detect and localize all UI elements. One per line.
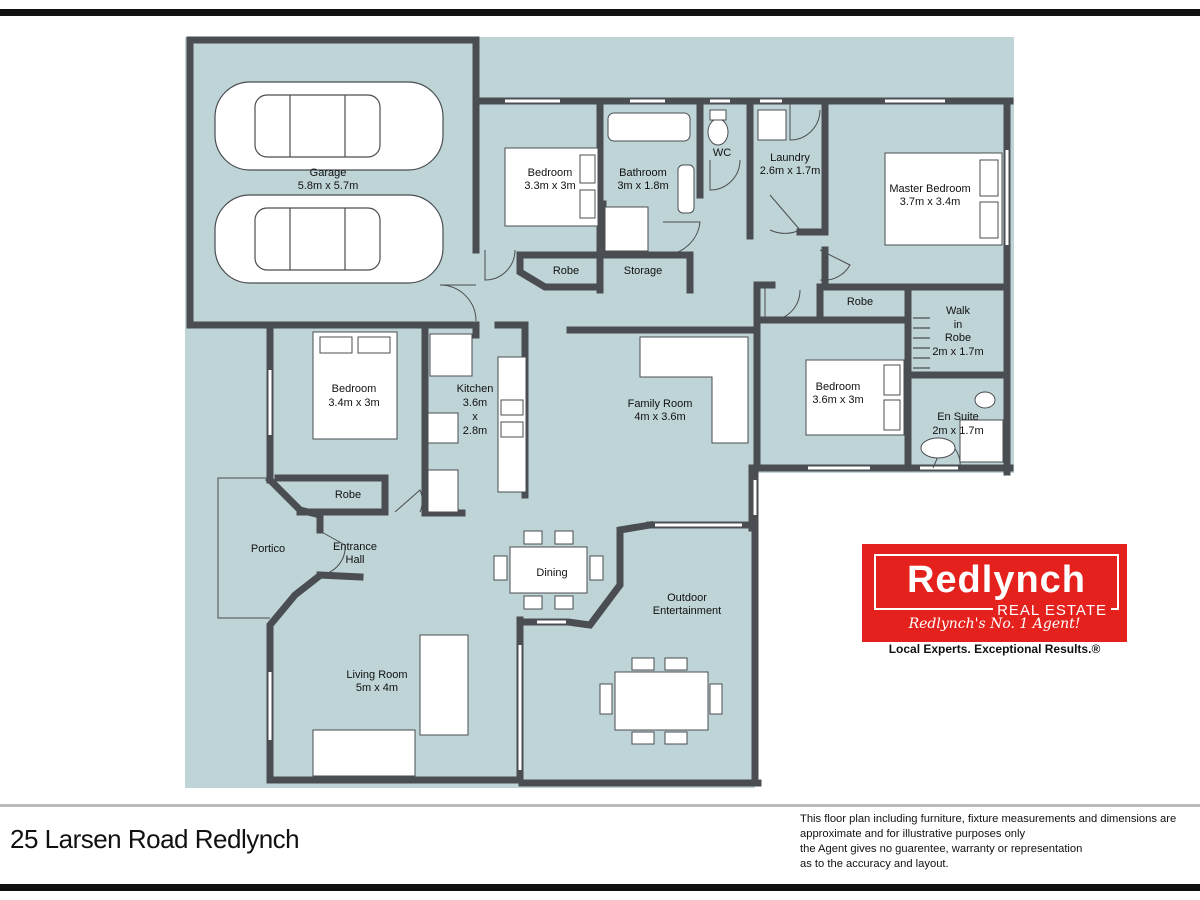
bedroom3-size: 3.4m x 3m xyxy=(328,397,379,409)
logo-frame: Redlynch REAL ESTATE xyxy=(874,554,1119,619)
family-label: Family Room xyxy=(628,398,693,410)
storage-label: Storage xyxy=(624,265,663,277)
portico-outline xyxy=(217,477,270,619)
family-size: 4m x 3.6m xyxy=(634,411,685,423)
laundry-label: Laundry xyxy=(770,152,810,164)
car-bottom xyxy=(214,194,444,284)
bathroom-label: Bathroom xyxy=(619,167,667,179)
living-label: Living Room xyxy=(346,669,407,681)
wc-label: WC xyxy=(713,147,731,159)
walkin-line3: Robe xyxy=(945,332,971,344)
laundry-size: 2.6m x 1.7m xyxy=(760,165,821,177)
bedroom3-label: Bedroom xyxy=(332,383,377,395)
garage-size: 5.8m x 5.7m xyxy=(298,180,359,192)
dining-label: Dining xyxy=(536,567,567,579)
bedroom4-size: 3.6m x 3m xyxy=(812,394,863,406)
disclaimer-line: the Agent gives no guarentee, warranty o… xyxy=(800,843,1083,855)
doors xyxy=(317,101,961,576)
bedroom4-label: Bedroom xyxy=(816,381,861,393)
entrance-line1: Entrance xyxy=(333,541,377,553)
outdoor-line2: Entertainment xyxy=(653,605,721,617)
bedroom2-size: 3.3m x 3m xyxy=(524,180,575,192)
garage-label: Garage xyxy=(310,167,347,179)
logo-slogan: Local Experts. Exceptional Results.® xyxy=(888,642,1101,656)
living-size: 5m x 4m xyxy=(356,682,398,694)
robe1-label: Robe xyxy=(553,265,579,277)
disclaimer-line: as to the accuracy and layout. xyxy=(800,858,949,870)
kitchen-label: Kitchen xyxy=(457,383,494,395)
furniture xyxy=(312,109,1004,777)
footer-top-rule xyxy=(0,804,1200,807)
bottom-border-bar xyxy=(0,884,1200,891)
bathroom-size: 3m x 1.8m xyxy=(617,180,668,192)
portico-label: Portico xyxy=(251,543,285,555)
walkin-size: 2m x 1.7m xyxy=(932,346,983,358)
master-size: 3.7m x 3.4m xyxy=(900,196,961,208)
entrance-line2: Hall xyxy=(346,554,365,566)
robe-shelving xyxy=(913,317,930,369)
kitchen-x: x xyxy=(472,411,478,423)
car-top xyxy=(214,81,444,171)
logo-tagline: Redlynch's No. 1 Agent! xyxy=(908,616,1081,632)
walkin-line1: Walk xyxy=(946,305,971,317)
kitchen-width: 3.6m xyxy=(463,397,487,409)
robe2-label: Robe xyxy=(847,296,873,308)
master-label: Master Bedroom xyxy=(889,183,970,195)
walkin-line2: in xyxy=(954,319,963,331)
disclaimer: This floor plan including furniture, fix… xyxy=(800,812,1195,872)
ensuite-size: 2m x 1.7m xyxy=(932,425,983,437)
top-border-bar xyxy=(0,9,1200,16)
disclaimer-line: This floor plan including furniture, fix… xyxy=(800,813,1177,825)
logo-name: Redlynch xyxy=(906,559,1087,601)
robe3-label: Robe xyxy=(335,489,361,501)
property-address: 25 Larsen Road Redlynch xyxy=(10,824,300,854)
logo-subtitle: REAL ESTATE xyxy=(993,603,1111,619)
windows xyxy=(268,99,1009,770)
disclaimer-line: approximate and for illustrative purpose… xyxy=(800,828,1026,840)
kitchen-depth: 2.8m xyxy=(463,425,487,437)
agency-logo: Redlynch REAL ESTATE Redlynch's No. 1 Ag… xyxy=(862,544,1127,642)
bedroom2-label: Bedroom xyxy=(528,167,573,179)
ensuite-label: En Suite xyxy=(937,411,979,423)
room-labels: Garage 5.8m x 5.7m Bedroom 3.3m x 3m Bat… xyxy=(251,147,984,694)
outdoor-line1: Outdoor xyxy=(667,592,707,604)
